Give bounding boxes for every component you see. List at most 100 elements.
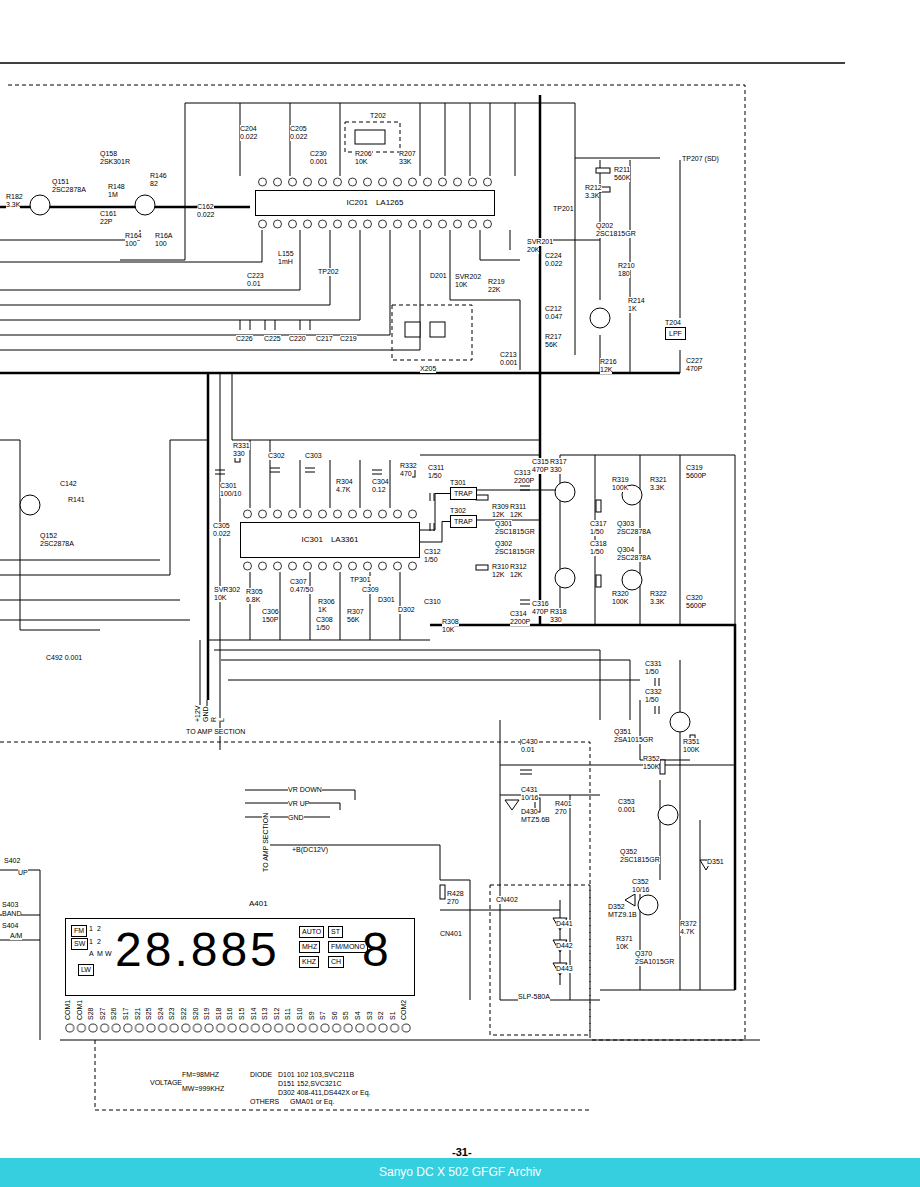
component-label: 0.001	[500, 359, 518, 367]
component-label: 470P	[686, 365, 702, 373]
component-label: 20K	[527, 246, 539, 254]
component-label: Q352	[620, 848, 637, 856]
wire-connector	[420, 522, 450, 543]
component-label: TO AMP SECTION	[186, 728, 245, 736]
node-text: TRAP	[450, 487, 477, 500]
component-label: 12K	[510, 571, 522, 579]
component-label: C320	[686, 594, 703, 602]
component-label: 12K	[510, 511, 522, 519]
component-label: 2SA1015GR	[614, 736, 653, 744]
component-label: 0.022	[197, 211, 215, 219]
component-label: D443	[556, 965, 573, 973]
indicator-box: LW	[78, 964, 94, 976]
pin-label: S14	[250, 1008, 258, 1020]
component-label: C305	[213, 522, 230, 530]
component-label: 150K	[643, 763, 659, 771]
component-label: C204	[240, 125, 257, 133]
component-label: 0.022	[290, 133, 308, 141]
component-label: D151 152,SVC321C	[278, 1080, 341, 1088]
component-label: C430	[521, 738, 538, 746]
pin-label: S28	[87, 1008, 95, 1020]
component-label: C311	[428, 464, 444, 472]
component-label: R428	[447, 890, 464, 898]
component-label: C142	[60, 480, 77, 488]
component-label: SVR201	[527, 238, 553, 246]
pin-label: S16	[226, 1008, 234, 1020]
component-label: R206	[355, 150, 372, 158]
wire-connector	[420, 494, 450, 531]
component-label: 10K	[616, 943, 628, 951]
pin-label: COM2	[400, 1000, 408, 1020]
component-label: 0.001	[310, 158, 328, 166]
pin-label: S12	[273, 1008, 281, 1020]
node-text: T301	[450, 478, 477, 487]
component-label: C331	[645, 660, 662, 668]
component-label: D301	[378, 596, 395, 604]
component-label: C217	[316, 335, 333, 343]
component-label: S404	[2, 922, 18, 930]
component-label: C225	[264, 335, 281, 343]
component-label: R312	[510, 563, 527, 571]
component-label: Q202	[596, 222, 613, 230]
node-text: FM	[74, 927, 84, 934]
component-label: 2200P	[510, 618, 530, 626]
component-label: TP202	[318, 268, 339, 276]
pin-label: S10	[296, 1008, 304, 1020]
component-label: 1/50	[645, 668, 659, 676]
node-text: SW	[74, 940, 85, 947]
component-label: R320	[612, 590, 629, 598]
component-label: R308	[442, 618, 459, 626]
component-label: 2SC1815GR	[596, 230, 636, 238]
component-label: MW=999KHZ	[182, 1085, 224, 1093]
indicator-box: FM/MONO	[328, 941, 368, 953]
component-label: D351	[707, 858, 724, 866]
pin-label: S11	[284, 1008, 292, 1020]
component-label: A	[89, 950, 94, 958]
component-label: VOLTAGE	[150, 1079, 182, 1087]
ic-package: IC301LA3361	[240, 522, 420, 558]
node-text: IC301	[302, 535, 323, 545]
component-label: R214	[628, 297, 645, 305]
component-label: 2SC2878A	[52, 186, 86, 194]
component-label: 10K	[214, 594, 226, 602]
indicator-box: FM	[71, 925, 87, 937]
component-label: 1	[89, 938, 93, 946]
pin-label: S25	[145, 1008, 153, 1020]
pin-label: S9	[308, 1011, 316, 1020]
component-label: 330	[233, 450, 245, 458]
component-label: 10/16	[632, 886, 650, 894]
pin-label: COM1	[76, 1000, 84, 1020]
component-label: R219	[488, 278, 505, 286]
component-label: C227	[686, 357, 703, 365]
component-label: 150P	[262, 616, 278, 624]
component-label: R	[210, 717, 218, 722]
component-label: 5600P	[686, 472, 706, 480]
component-label: 28.885	[115, 926, 280, 974]
component-label: 2	[97, 938, 101, 946]
component-label: C319	[686, 464, 703, 472]
component-label: 330	[550, 466, 562, 474]
component-label: 1K	[628, 305, 637, 313]
component-label: D101 102 103,SVC211B	[278, 1071, 354, 1079]
component-label: UP	[18, 869, 28, 877]
component-label: C230	[310, 150, 327, 158]
component-label: C304	[372, 478, 389, 486]
component-label: 270	[447, 898, 459, 906]
component-label: 3.3K	[650, 484, 664, 492]
component-label: Q304	[617, 546, 634, 554]
indicator-box: ST	[328, 926, 343, 938]
component-label: C224	[545, 252, 562, 260]
component-label: R401	[555, 800, 572, 808]
component-label: BAND	[2, 910, 21, 918]
component-label: 3.3K	[585, 192, 599, 200]
component-label: 1/50	[316, 624, 330, 632]
component-label: X205	[420, 365, 436, 373]
component-label: Q151	[52, 178, 69, 186]
component-label: C314	[510, 610, 527, 618]
component-label: D441	[556, 920, 573, 928]
component-label: R318	[550, 608, 567, 616]
component-label: R309	[492, 503, 509, 511]
component-label: 56K	[545, 341, 557, 349]
component-label: R311	[510, 503, 526, 511]
component-label: C315	[532, 458, 549, 466]
